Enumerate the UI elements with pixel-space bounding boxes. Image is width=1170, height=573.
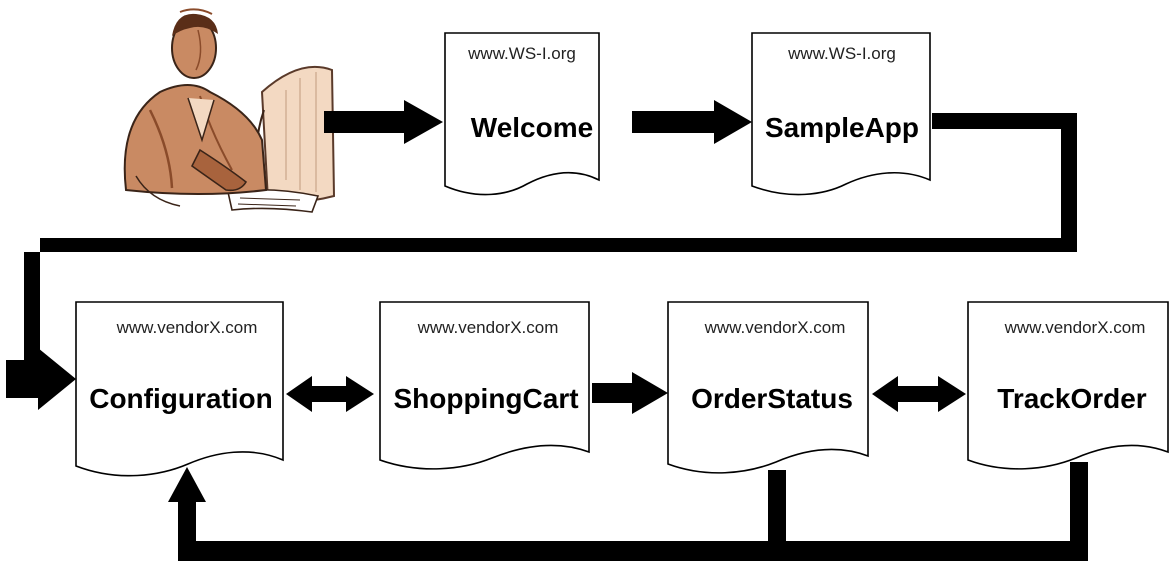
arrow-shoppingcart-to-orderstatus [592, 372, 668, 414]
node-url: www.vendorX.com [704, 318, 846, 337]
document-shape [967, 301, 1169, 470]
node-trackorder: www.vendorX.com TrackOrder [967, 301, 1169, 470]
node-label: Configuration [89, 383, 273, 414]
node-url: www.vendorX.com [417, 318, 559, 337]
connector-bottom-return [178, 541, 1088, 561]
node-label: OrderStatus [691, 383, 853, 414]
arrow-orderstatus-trackorder [872, 376, 966, 412]
node-label: TrackOrder [997, 383, 1147, 414]
node-url: www.vendorX.com [1004, 318, 1146, 337]
document-shape [379, 301, 590, 470]
node-welcome: www.WS-I.org Welcome [444, 32, 600, 196]
node-url: www.WS-I.org [787, 44, 896, 63]
document-shape [667, 301, 869, 474]
document-shape [444, 32, 600, 196]
document-shape [751, 32, 931, 196]
arrow-welcome-to-sampleapp [632, 100, 752, 144]
node-url: www.vendorX.com [116, 318, 258, 337]
connector-trackorder-down [1070, 462, 1088, 560]
arrow-into-configuration [6, 348, 76, 410]
node-sampleapp: www.WS-I.org SampleApp [751, 32, 931, 196]
document-shape [75, 301, 284, 477]
node-orderstatus: www.vendorX.com OrderStatus [667, 301, 869, 474]
node-shoppingcart: www.vendorX.com ShoppingCart [379, 301, 590, 470]
node-label: SampleApp [765, 112, 919, 143]
node-label: ShoppingCart [393, 383, 578, 414]
arrow-user-to-welcome [324, 100, 443, 144]
person-at-computer-icon [123, 8, 336, 213]
node-url: www.WS-I.org [467, 44, 576, 63]
connector-orderstatus-down [768, 470, 786, 560]
node-label: Welcome [471, 112, 593, 143]
arrow-configuration-shoppingcart [286, 376, 374, 412]
connector-up-to-configuration [178, 500, 196, 561]
arrow-into-configuration-bottom [168, 467, 206, 502]
node-configuration: www.vendorX.com Configuration [75, 301, 284, 477]
